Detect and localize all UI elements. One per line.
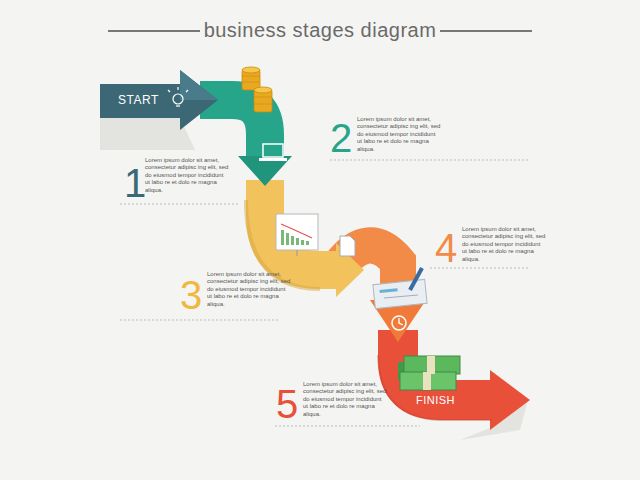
- stage-description: Lorem ipsum dolor sit amet, consectetur …: [207, 271, 291, 308]
- diagram-title: business stages diagram: [204, 19, 437, 42]
- callout-number: 3: [180, 275, 202, 315]
- callout-number: 4: [435, 228, 457, 268]
- start-arrow: START: [118, 88, 161, 112]
- stage-description: Lorem ipsum dolor sit amet, consectetur …: [303, 381, 387, 418]
- stage-description: Lorem ipsum dolor sit amet, consectetur …: [357, 116, 441, 153]
- node-label: START: [118, 93, 159, 107]
- callout-number: 5: [276, 384, 298, 424]
- callout-number: 1: [124, 163, 146, 203]
- finish-arrow: FINISH: [416, 388, 458, 412]
- stage-description: Lorem ipsum dolor sit amet, consectetur …: [462, 226, 546, 263]
- node-label: FINISH: [416, 394, 455, 406]
- stage-description: Lorem ipsum dolor sit amet, consectetur …: [145, 157, 229, 194]
- callout-number: 2: [330, 118, 352, 158]
